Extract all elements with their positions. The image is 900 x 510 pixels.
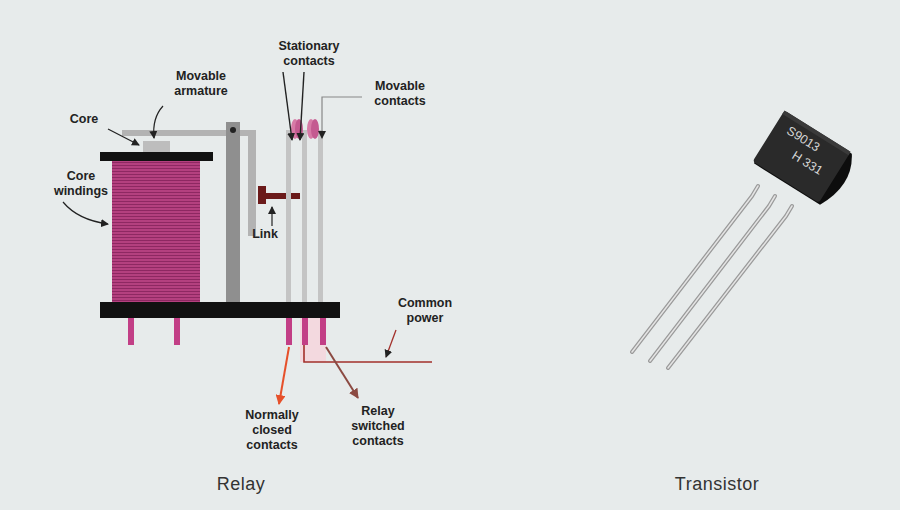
- part-label: Core: [54, 112, 114, 127]
- relay-drawing: [100, 119, 432, 362]
- part-label: Core windings: [48, 169, 114, 199]
- part-label: Relay switched contacts: [343, 404, 413, 449]
- part-label: Common power: [392, 296, 458, 326]
- leader-lines: [63, 72, 396, 404]
- part-label: Link: [245, 227, 285, 242]
- part-label: Normally closed contacts: [236, 408, 308, 453]
- transistor-drawing: [632, 111, 860, 368]
- part-label: Movable armature: [161, 69, 241, 99]
- part-label: Movable contacts: [362, 79, 438, 109]
- caption-label: Transistor: [657, 473, 777, 495]
- part-label: Stationary contacts: [269, 39, 349, 69]
- caption-label: Relay: [196, 473, 286, 495]
